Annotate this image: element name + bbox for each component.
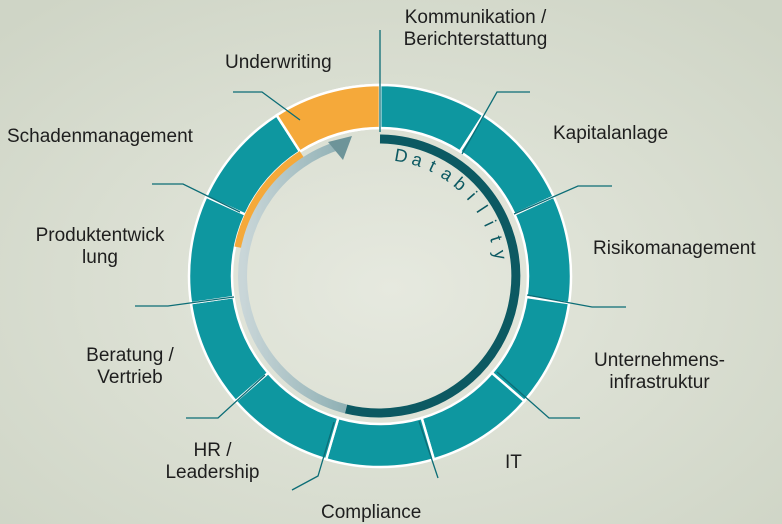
datability-letter: D xyxy=(393,145,409,167)
label-kapitalanlage-text: Kapitalanlage xyxy=(553,123,669,144)
label-compliance: Compliance xyxy=(321,502,421,524)
leader-underwriting xyxy=(233,91,301,121)
inner-arc-dark xyxy=(344,134,521,418)
label-underwriting-text: Underwriting xyxy=(225,52,332,73)
leader-lines xyxy=(135,30,626,491)
label-hr-leadership: HR / Leadership xyxy=(150,440,275,484)
label-risikomanagement-text: Risikomanagement xyxy=(593,238,756,259)
label-kommunikation: Kommunikation / Berichterstattung xyxy=(388,7,563,51)
label-kommunikation-text: Kommunikation / Berichterstattung xyxy=(403,7,548,50)
leader-hr xyxy=(291,421,335,491)
label-unternehmensinfrastruktur: Unternehmens- infrastruktur xyxy=(577,350,742,394)
label-beratung-vertrieb-text: Beratung / Vertrieb xyxy=(86,345,174,388)
inner-arc-light xyxy=(238,140,348,414)
leader-compliance xyxy=(418,420,439,479)
label-it: IT xyxy=(505,452,522,474)
label-it-text: IT xyxy=(505,452,522,473)
underwriting-tail xyxy=(234,151,305,249)
leader-produktentwicklung xyxy=(135,296,235,307)
label-beratung-vertrieb: Beratung / Vertrieb xyxy=(70,345,190,389)
datability-letter: y xyxy=(490,249,511,261)
leader-it xyxy=(496,371,580,419)
leader-schadenmanagement xyxy=(152,183,241,213)
ring-segment xyxy=(324,416,436,469)
label-risikomanagement: Risikomanagement xyxy=(593,238,756,260)
label-schadenmanagement: Schadenmanagement xyxy=(7,126,193,148)
label-underwriting: Underwriting xyxy=(225,52,332,74)
leader-risikomanagement xyxy=(513,185,612,215)
leader-unternehmensinfrastruktur xyxy=(526,294,626,308)
leader-kapitalanlage xyxy=(461,91,530,155)
arrowhead-icon xyxy=(328,136,352,160)
label-unternehmensinfrastruktur-text: Unternehmens- infrastruktur xyxy=(594,350,725,393)
label-kapitalanlage: Kapitalanlage xyxy=(553,123,668,145)
label-produktentwicklung-text: Produktentwick lung xyxy=(35,225,165,268)
label-schadenmanagement-text: Schadenmanagement xyxy=(7,126,193,147)
label-produktentwicklung: Produktentwick lung xyxy=(20,225,180,269)
leader-beratung xyxy=(186,374,266,419)
datability-letter: t xyxy=(486,233,507,244)
label-hr-leadership-text: HR / Leadership xyxy=(165,440,260,483)
label-compliance-text: Compliance xyxy=(321,502,422,523)
